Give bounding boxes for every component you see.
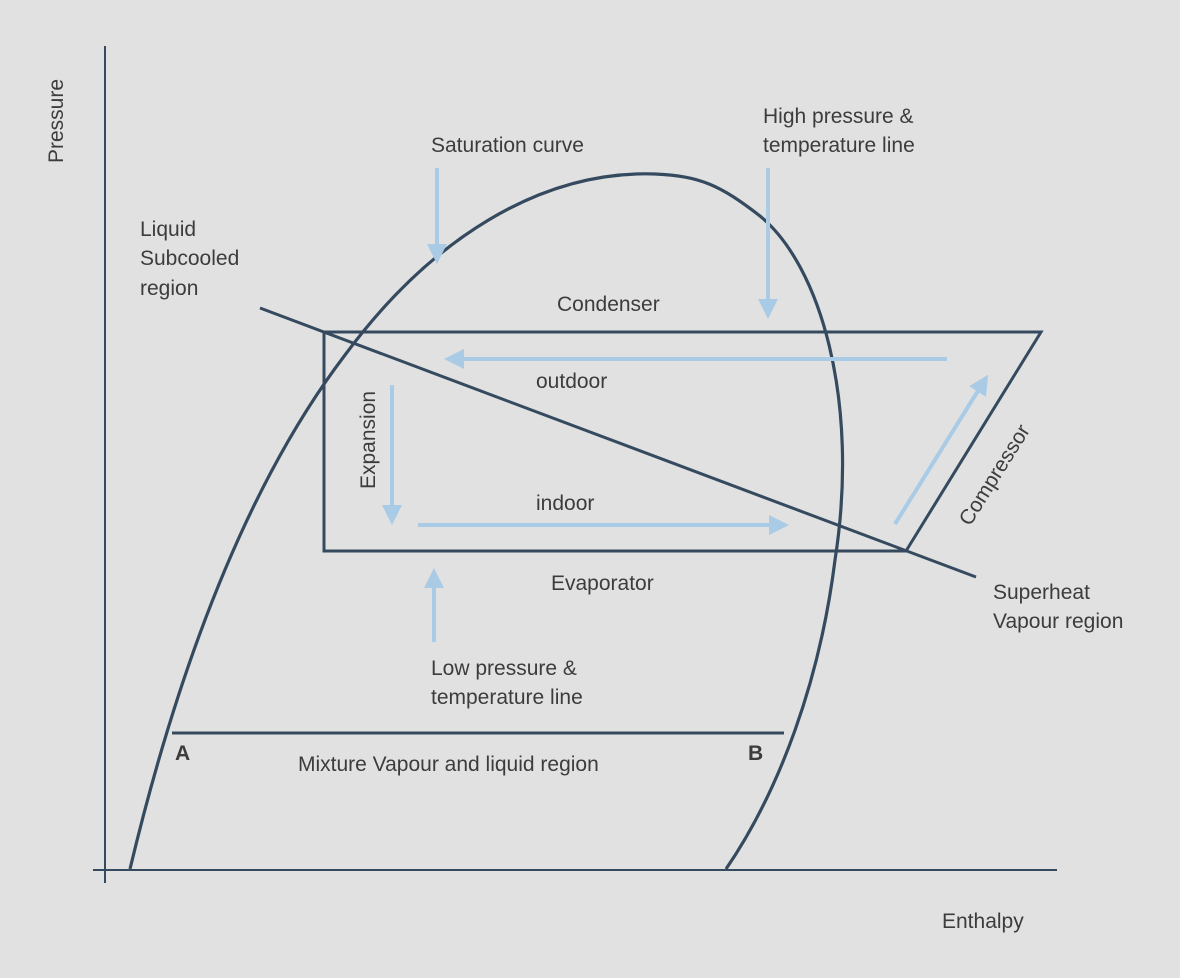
- evaporator-label: Evaporator: [551, 572, 654, 595]
- region-divider-line: [259, 306, 977, 579]
- point-b-label: B: [748, 742, 763, 765]
- high-pressure-label-line1: High pressure &: [763, 105, 914, 128]
- saturation-curve: [128, 172, 845, 870]
- low-pressure-label-line2: temperature line: [431, 686, 583, 709]
- refrigeration-cycle: [322, 330, 1044, 553]
- high-pressure-label-line2: temperature line: [763, 134, 915, 157]
- superheat-label-line2: Vapour region: [993, 610, 1123, 633]
- outdoor-label: outdoor: [536, 370, 607, 393]
- mixture-region-label: Mixture Vapour and liquid region: [298, 753, 599, 776]
- liquid-region-label-line2: Subcooled: [140, 247, 239, 270]
- x-axis-label: Enthalpy: [942, 910, 1024, 933]
- y-axis-label: Pressure: [45, 79, 68, 163]
- superheat-label-line1: Superheat: [993, 581, 1090, 604]
- point-a-label: A: [175, 742, 190, 765]
- liquid-region-label-line3: region: [140, 277, 198, 300]
- expansion-label: Expansion: [357, 391, 380, 489]
- indoor-label: indoor: [536, 492, 594, 515]
- saturation-curve-label: Saturation curve: [431, 134, 584, 157]
- low-pressure-label-line1: Low pressure &: [431, 657, 577, 680]
- condenser-label: Condenser: [557, 293, 660, 316]
- compressor-arrow: [893, 374, 989, 526]
- liquid-region-label-line1: Liquid: [140, 218, 196, 241]
